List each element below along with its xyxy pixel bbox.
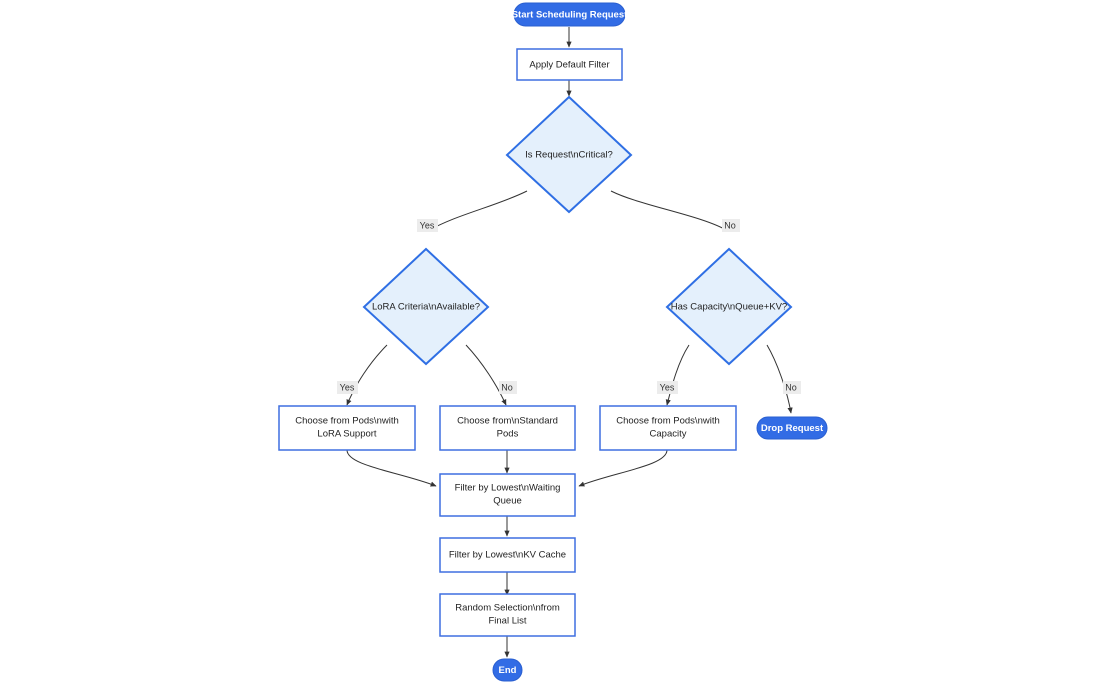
node-filter-waiting-queue-shape[interactable] bbox=[439, 473, 576, 517]
node-filter-kv-cache[interactable]: Filter by Lowest\nKV Cache bbox=[439, 537, 576, 573]
node-drop-request-shape[interactable] bbox=[756, 416, 828, 440]
node-apply-default-filter[interactable]: Apply Default Filter bbox=[516, 48, 623, 81]
node-choose-capacity-pods-label-line1: Choose from Pods\nwith bbox=[616, 416, 720, 427]
node-has-capacity-label: Has Capacity\nQueue+KV? bbox=[671, 302, 787, 313]
node-choose-capacity-pods-label-line2: Capacity bbox=[650, 429, 687, 440]
node-random-selection-shape[interactable] bbox=[439, 593, 576, 637]
node-lora-criteria-available[interactable]: LoRA Criteria\nAvailable? bbox=[362, 247, 490, 366]
edge-critical-no-to-capacity bbox=[610, 190, 729, 232]
edge-labels-layer: Yes No Yes No Yes No bbox=[337, 219, 801, 394]
edge-choose-capacity-to-filter-waiting bbox=[578, 449, 668, 487]
node-filter-kv-cache-label: Filter by Lowest\nKV Cache bbox=[449, 550, 566, 561]
node-filter-waiting-queue-label-line1: Filter by Lowest\nWaiting bbox=[455, 483, 561, 494]
edge-lora-no-to-choose-standard bbox=[465, 344, 507, 406]
node-random-selection[interactable]: Random Selection\nfrom Final List bbox=[439, 593, 576, 637]
nodes-layer: Start Scheduling Request Apply Default F… bbox=[278, 2, 828, 682]
node-end[interactable]: End bbox=[492, 658, 523, 682]
node-random-selection-label-line1: Random Selection\nfrom bbox=[455, 603, 560, 614]
edge-label-capacity-yes: Yes bbox=[660, 382, 675, 392]
node-end-shape[interactable] bbox=[492, 658, 523, 682]
node-is-request-critical[interactable]: Is Request\nCritical? bbox=[505, 95, 633, 214]
edge-choose-lora-to-filter-waiting bbox=[346, 449, 437, 487]
node-lora-criteria-available-shape[interactable] bbox=[362, 247, 490, 366]
edge-label-bg-capacity-yes bbox=[657, 381, 678, 394]
edge-critical-yes-to-lora bbox=[427, 190, 528, 232]
edge-label-bg-lora-yes bbox=[337, 381, 358, 394]
node-choose-standard-pods-label-line2: Pods bbox=[497, 429, 519, 440]
edge-lora-yes-to-choose-lora bbox=[346, 344, 388, 406]
edge-label-bg-lora-no bbox=[499, 381, 517, 394]
node-apply-default-filter-shape[interactable] bbox=[516, 48, 623, 81]
edge-label-critical-no: No bbox=[724, 220, 736, 230]
edge-label-bg-capacity-no bbox=[783, 381, 801, 394]
node-start-label: Start Scheduling Request bbox=[512, 10, 628, 21]
edge-label-critical-yes: Yes bbox=[420, 220, 435, 230]
edge-label-bg-critical-no bbox=[722, 219, 740, 232]
node-filter-kv-cache-shape[interactable] bbox=[439, 537, 576, 573]
node-is-request-critical-label: Is Request\nCritical? bbox=[525, 150, 613, 161]
node-start[interactable]: Start Scheduling Request bbox=[512, 2, 628, 27]
node-apply-default-filter-label: Apply Default Filter bbox=[529, 60, 609, 71]
node-choose-standard-pods-shape[interactable] bbox=[439, 405, 576, 451]
node-choose-standard-pods-label-line1: Choose from\nStandard bbox=[457, 416, 558, 427]
node-choose-capacity-pods[interactable]: Choose from Pods\nwith Capacity bbox=[599, 405, 737, 451]
node-has-capacity-shape[interactable] bbox=[665, 247, 793, 366]
node-filter-waiting-queue-label-line2: Queue bbox=[493, 496, 522, 507]
node-choose-lora-pods-label-line2: LoRA Support bbox=[317, 429, 377, 440]
edges-layer bbox=[346, 27, 793, 658]
node-drop-request[interactable]: Drop Request bbox=[756, 416, 828, 440]
node-end-label: End bbox=[499, 665, 517, 676]
node-is-request-critical-shape[interactable] bbox=[505, 95, 633, 214]
node-choose-standard-pods[interactable]: Choose from\nStandard Pods bbox=[439, 405, 576, 451]
node-has-capacity[interactable]: Has Capacity\nQueue+KV? bbox=[665, 247, 793, 366]
node-choose-lora-pods-label-line1: Choose from Pods\nwith bbox=[295, 416, 399, 427]
edge-capacity-yes-to-choose-capacity bbox=[665, 344, 690, 406]
node-filter-waiting-queue[interactable]: Filter by Lowest\nWaiting Queue bbox=[439, 473, 576, 517]
node-random-selection-label-line2: Final List bbox=[488, 616, 526, 627]
node-choose-capacity-pods-shape[interactable] bbox=[599, 405, 737, 451]
edge-label-bg-critical-yes bbox=[417, 219, 438, 232]
edge-capacity-no-to-drop-request bbox=[766, 344, 793, 414]
edge-label-lora-yes: Yes bbox=[340, 382, 355, 392]
edge-label-capacity-no: No bbox=[785, 382, 797, 392]
node-choose-lora-pods[interactable]: Choose from Pods\nwith LoRA Support bbox=[278, 405, 416, 451]
node-choose-lora-pods-shape[interactable] bbox=[278, 405, 416, 451]
node-drop-request-label: Drop Request bbox=[761, 423, 824, 434]
node-start-shape[interactable] bbox=[513, 2, 626, 27]
node-lora-criteria-available-label: LoRA Criteria\nAvailable? bbox=[372, 302, 480, 313]
edge-label-lora-no: No bbox=[501, 382, 513, 392]
